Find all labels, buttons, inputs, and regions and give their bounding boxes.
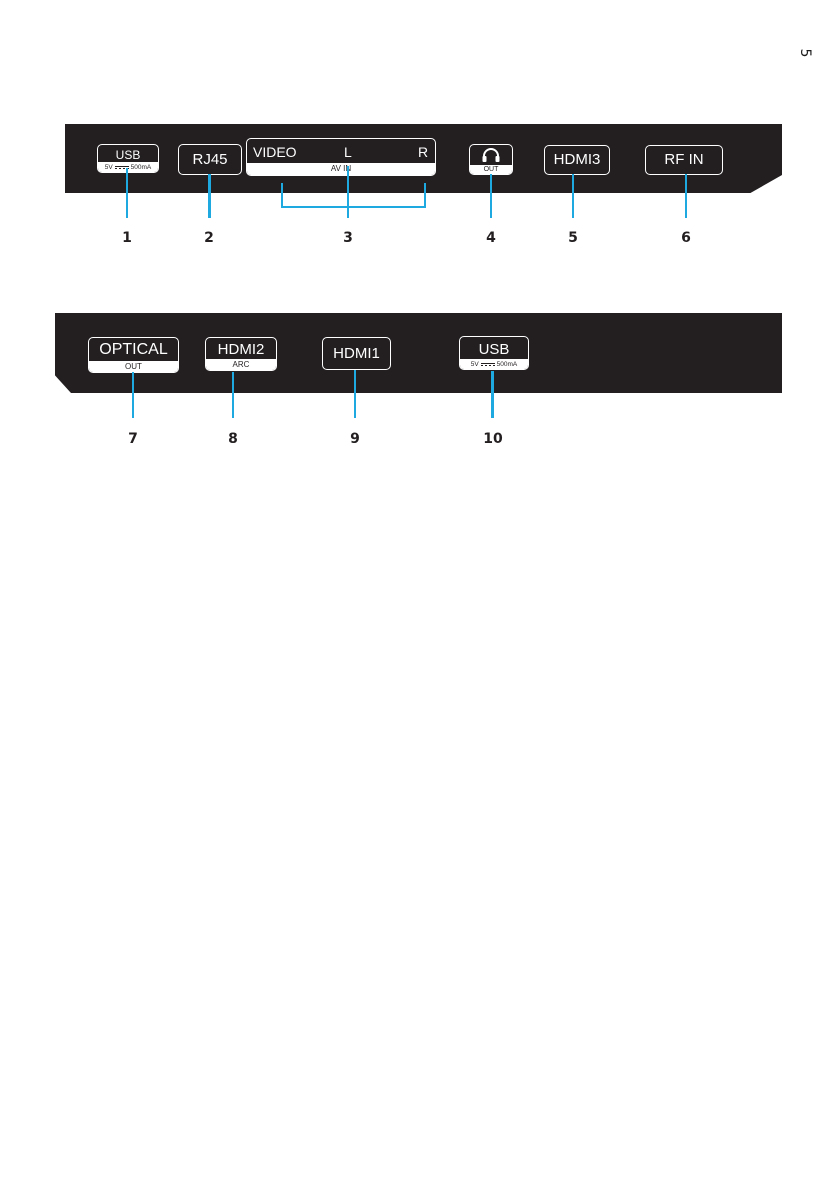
page-number-text: 5 bbox=[797, 49, 813, 58]
leader-line-2 bbox=[208, 174, 211, 218]
leader-line-6 bbox=[685, 174, 687, 218]
av-bracket-horizontal-line bbox=[281, 206, 426, 208]
leader-line-8 bbox=[232, 372, 234, 418]
leader-line-1 bbox=[126, 168, 128, 218]
hdmi2-caption: ARC bbox=[206, 359, 276, 370]
hdmi1-label: HDMI1 bbox=[323, 345, 390, 362]
hdmi1-port: HDMI1 bbox=[322, 337, 391, 370]
callout-2: 2 bbox=[194, 230, 224, 246]
hdmi3-port: HDMI3 bbox=[544, 145, 610, 175]
av-bracket-left-line bbox=[281, 183, 283, 208]
rj45-port: RJ45 bbox=[178, 144, 242, 175]
usb-port-top: USB 5V 500mA bbox=[97, 144, 159, 173]
usb-port-label: USB bbox=[460, 341, 528, 358]
bottom-port-panel: OPTICAL OUT HDMI2 ARC HDMI1 USB 5V 500mA bbox=[55, 313, 782, 393]
leader-line-9 bbox=[354, 370, 356, 418]
dc-symbol-icon bbox=[481, 363, 495, 366]
av-right-label: R bbox=[418, 144, 428, 160]
callout-5: 5 bbox=[558, 230, 588, 246]
hdmi2-port: HDMI2 ARC bbox=[205, 337, 277, 371]
page-number: 5 bbox=[797, 26, 813, 80]
callout-10: 10 bbox=[478, 431, 508, 447]
leader-line-4 bbox=[490, 174, 492, 218]
rf-in-port: RF IN bbox=[645, 145, 723, 175]
optical-label: OPTICAL bbox=[89, 341, 178, 359]
av-bracket-right-line bbox=[424, 183, 426, 208]
leader-line-10 bbox=[491, 371, 494, 418]
callout-7: 7 bbox=[118, 431, 148, 447]
usb-port-bottom: USB 5V 500mA bbox=[459, 336, 529, 370]
usb-rating: 5V 500mA bbox=[460, 359, 528, 369]
callout-9: 9 bbox=[340, 431, 370, 447]
usb-rating: 5V 500mA bbox=[98, 162, 158, 172]
headphone-port: OUT bbox=[469, 144, 513, 175]
callout-1: 1 bbox=[112, 230, 142, 246]
callout-3: 3 bbox=[333, 230, 363, 246]
usb-rating-voltage: 5V bbox=[105, 164, 113, 171]
usb-rating-voltage: 5V bbox=[471, 361, 479, 368]
leader-line-3 bbox=[347, 166, 349, 218]
hdmi3-label: HDMI3 bbox=[545, 151, 609, 168]
rf-in-label: RF IN bbox=[646, 151, 722, 168]
av-in-caption: AV IN bbox=[247, 163, 435, 175]
usb-rating-current: 500mA bbox=[497, 361, 518, 368]
headphone-caption: OUT bbox=[470, 165, 512, 174]
leader-line-5 bbox=[572, 174, 574, 218]
rj45-label: RJ45 bbox=[179, 151, 241, 168]
leader-line-7 bbox=[132, 372, 134, 418]
callout-4: 4 bbox=[476, 230, 506, 246]
usb-port-label: USB bbox=[98, 148, 158, 162]
optical-caption: OUT bbox=[89, 361, 178, 372]
callout-6: 6 bbox=[671, 230, 701, 246]
av-in-port: VIDEO L R AV IN bbox=[246, 138, 436, 176]
callout-8: 8 bbox=[218, 431, 248, 447]
av-video-label: VIDEO bbox=[253, 144, 297, 160]
headphones-icon bbox=[481, 147, 501, 163]
usb-rating-current: 500mA bbox=[131, 164, 152, 171]
optical-port: OPTICAL OUT bbox=[88, 337, 179, 373]
av-left-label: L bbox=[344, 144, 352, 160]
hdmi2-label: HDMI2 bbox=[206, 341, 276, 358]
